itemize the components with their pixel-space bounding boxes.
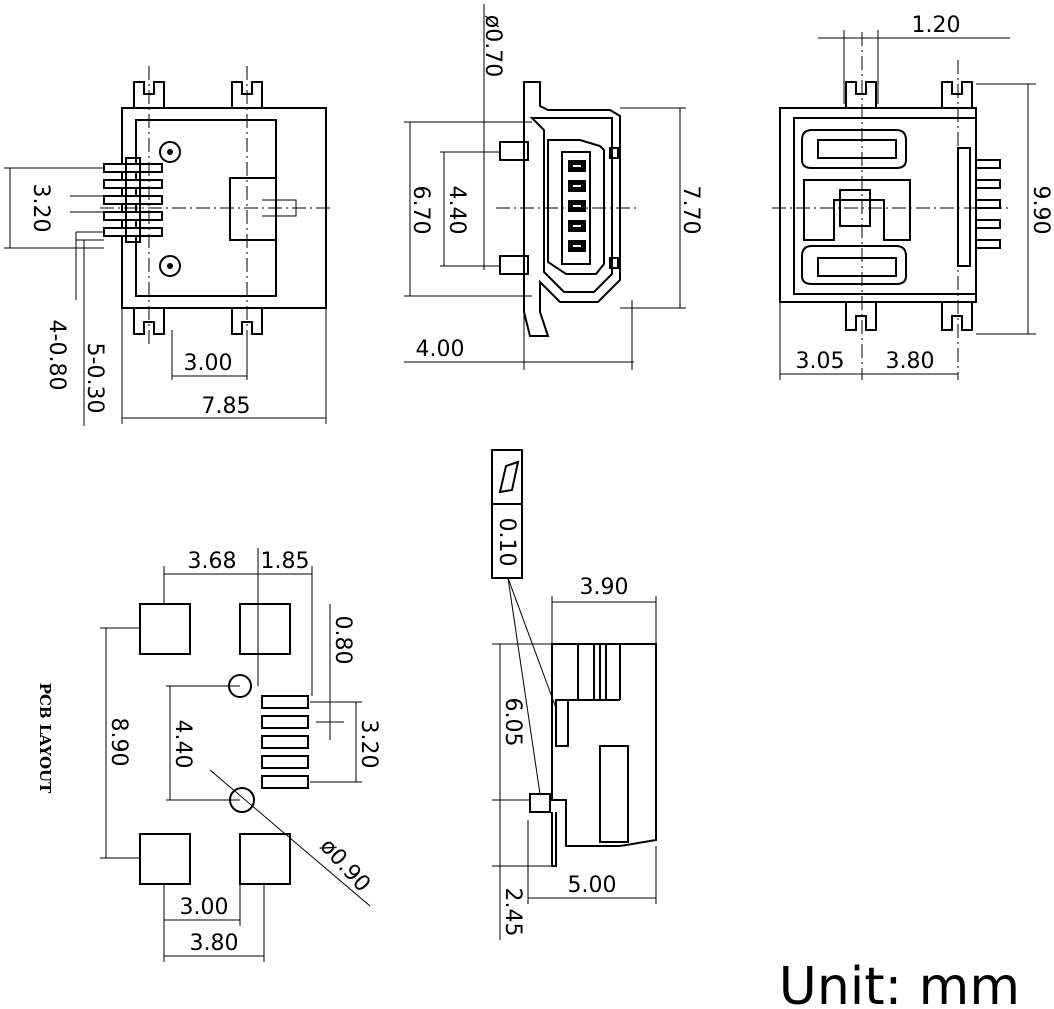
front-dim-text: 7.70 (678, 186, 703, 235)
pcb-layout: PCB LAYOUT (36, 548, 381, 962)
unit-label: Unit: mm (779, 957, 1020, 1009)
top-dim-text: 3.20 (28, 184, 53, 233)
pcb-dim-text: 8.90 (106, 718, 131, 767)
side-view: 0.10 3.90 6.05 5.00 2.45 (491, 449, 657, 940)
pcb-dim-text: 1.85 (261, 549, 310, 574)
bottom-dim-text: 3.05 (796, 349, 845, 374)
flatness-icon (498, 460, 520, 494)
top-dim-text: 5-0.30 (82, 343, 107, 414)
side-dim-text: 5.00 (568, 873, 617, 898)
pcb-dim-text: ø0.90 (315, 834, 375, 897)
pcb-dim-text: 4.40 (170, 720, 195, 769)
side-dim-text: 3.90 (580, 575, 629, 600)
pcb-dim-text: 3.68 (188, 549, 237, 574)
top-view: 3.20 4-0.80 5-0.30 3.00 7.85 (4, 66, 334, 426)
top-dim-text: 7.85 (202, 394, 251, 419)
pcb-dim-text: 3.20 (356, 720, 381, 769)
pcb-dim-text: 3.00 (180, 895, 229, 920)
front-dim-text: 4.40 (444, 186, 469, 235)
front-view: ø0.70 (404, 4, 703, 370)
side-dim-text: 2.45 (500, 888, 525, 937)
front-dim-text: 6.70 (408, 186, 433, 235)
bottom-dim-text: 3.80 (886, 349, 935, 374)
pcb-layout-title: PCB LAYOUT (36, 683, 54, 794)
pcb-dim-text: 3.80 (190, 931, 239, 956)
side-dim-text: 6.05 (500, 698, 525, 747)
front-dim-text: ø0.70 (480, 15, 505, 77)
bottom-dim-text: 1.20 (912, 13, 961, 38)
bottom-view: 1.20 9.90 3.05 3.80 (772, 13, 1053, 380)
flatness-value: 0.10 (494, 518, 519, 567)
top-dim-text: 4-0.80 (44, 320, 69, 391)
bottom-dim-text: 9.90 (1028, 186, 1053, 235)
pcb-dim-text: 0.80 (330, 616, 355, 665)
front-dim-text: 4.00 (416, 337, 465, 362)
top-dim-text: 3.00 (184, 351, 233, 376)
